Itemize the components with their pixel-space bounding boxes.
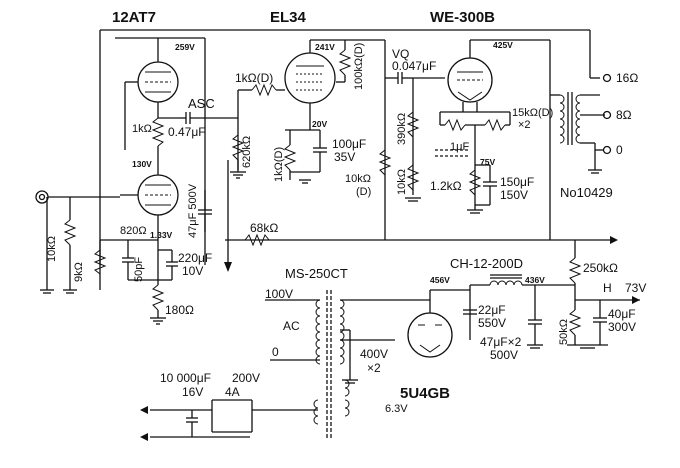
lbl-100v: 100V [265, 287, 293, 301]
lbl-c40: 40μF [608, 307, 636, 321]
volt-241: 241V [315, 42, 335, 52]
lbl-h: H [603, 281, 612, 295]
lbl-c10000: 10 000μF [160, 371, 211, 385]
down-arrow [224, 262, 232, 272]
terminal-16 [602, 73, 612, 83]
lbl-x2: ×2 [367, 361, 381, 375]
lbl-choke: CH-12-200D [450, 256, 523, 271]
label-we300b: WE-300B [430, 9, 495, 26]
volt-20: 20V [312, 119, 327, 129]
lbl-c220: 220μF [178, 251, 212, 265]
lbl-r12k: 1.2kΩ [430, 179, 462, 193]
r-15k-b [484, 118, 506, 132]
lbl-r10k: 10kΩ [46, 236, 58, 262]
lbl-r10kd-d: (D) [356, 186, 371, 198]
r-250k [568, 257, 582, 284]
lbl-ac: AC [283, 319, 300, 333]
lbl-r250k: 250kΩ [583, 261, 618, 275]
label-5u4gb: 5U4GB [400, 385, 450, 402]
r-68k [244, 233, 270, 247]
label-el34: EL34 [270, 9, 307, 26]
b-plus-arrow [610, 236, 618, 244]
lbl-asc: ASC [188, 96, 215, 111]
volt-456: 456V [430, 275, 450, 285]
lbl-0: 0 [272, 345, 279, 359]
volt-259: 259V [175, 42, 195, 52]
lbl-c150: 150μF [500, 175, 534, 189]
lbl-c0047: 0.047μF [392, 59, 436, 73]
tube-5u4gb [407, 312, 453, 358]
input-jack [35, 190, 49, 204]
tube-el34 [284, 52, 336, 104]
lbl-r820: 820Ω [120, 225, 147, 237]
lbl-c47x2: 47μF×2 [480, 335, 522, 349]
label-12at7: 12AT7 [112, 9, 156, 26]
lbl-c47: 47μF 500V [187, 183, 199, 238]
lbl-c22v: 550V [478, 316, 506, 330]
lbl-c1u: 1μF [450, 141, 469, 153]
r-180 [151, 284, 165, 311]
lbl-c220v: 10V [182, 264, 203, 278]
lbl-6-3v: 6.3V [385, 403, 408, 415]
r-1-2k [468, 169, 482, 196]
choke [489, 274, 523, 286]
r-1k-d-grid [251, 83, 277, 97]
lbl-r620k: 620kΩ [241, 136, 253, 168]
lbl-c22: 22μF [478, 303, 506, 317]
lbl-16v: 16V [182, 385, 203, 399]
lbl-r180: 180Ω [165, 303, 194, 317]
lbl-r15kd-x2: ×2 [518, 119, 531, 131]
lbl-r15kd: 15kΩ(D) [512, 107, 553, 119]
lbl-r68k: 68kΩ [250, 221, 278, 235]
r-10k-input [63, 219, 77, 246]
volt-130: 130V [132, 159, 152, 169]
r-10k-d [378, 149, 392, 176]
terminal-8 [602, 110, 612, 120]
terminal-0 [602, 145, 612, 155]
volt-436: 436V [525, 275, 545, 285]
lbl-r390k: 390kΩ [396, 113, 408, 145]
r-620k [231, 134, 245, 161]
lbl-r10k2: 10kΩ [396, 169, 408, 195]
r-1k [151, 117, 165, 147]
lbl-200v: 200V [232, 371, 260, 385]
lbl-power-transformer: MS-250CT [285, 266, 348, 281]
volt-425: 425V [493, 40, 513, 50]
lbl-c47x2v: 500V [490, 348, 518, 362]
lbl-8ohm: 8Ω [616, 108, 632, 122]
lbl-c40v: 300V [608, 320, 636, 334]
r-50k [568, 309, 582, 336]
lbl-r1k: 1kΩ [132, 123, 152, 135]
lbl-r10kd: 10kΩ [345, 173, 371, 185]
lbl-r50k: 50kΩ [558, 319, 570, 345]
volt-75: 75V [480, 157, 495, 167]
lbl-c047: 0.47μF [168, 125, 206, 139]
r-9k [93, 249, 107, 275]
lbl-73v: 73V [625, 281, 646, 295]
volt-1-33: 1.33V [150, 230, 173, 240]
lbl-vq: VQ [392, 47, 409, 61]
lbl-r1kd2: 1kΩ(D) [273, 147, 285, 182]
lbl-r9k: 9kΩ [73, 262, 85, 282]
lbl-16ohm: 16Ω [616, 71, 638, 85]
lbl-c50p: 50pF [133, 257, 145, 282]
r-10k-bias [406, 164, 420, 191]
r-15k-a [444, 118, 466, 132]
lbl-r1kd: 1kΩ(D) [235, 71, 273, 85]
lbl-c150v: 150V [500, 188, 528, 202]
lbl-r100kd: 100kΩ(D) [353, 43, 365, 90]
lbl-c100: 100μF [332, 137, 366, 151]
lbl-0ohm: 0 [616, 143, 623, 157]
lbl-ot: No10429 [560, 185, 613, 200]
r-100k-d [338, 49, 352, 76]
lbl-4a: 4A [225, 385, 240, 399]
power-transformer [313, 290, 350, 440]
r-390k [406, 111, 420, 138]
lbl-c100v: 35V [334, 150, 355, 164]
lbl-400v: 400V [360, 347, 388, 361]
r-1k-d-cathode [283, 144, 297, 171]
output-transformer [550, 77, 605, 174]
